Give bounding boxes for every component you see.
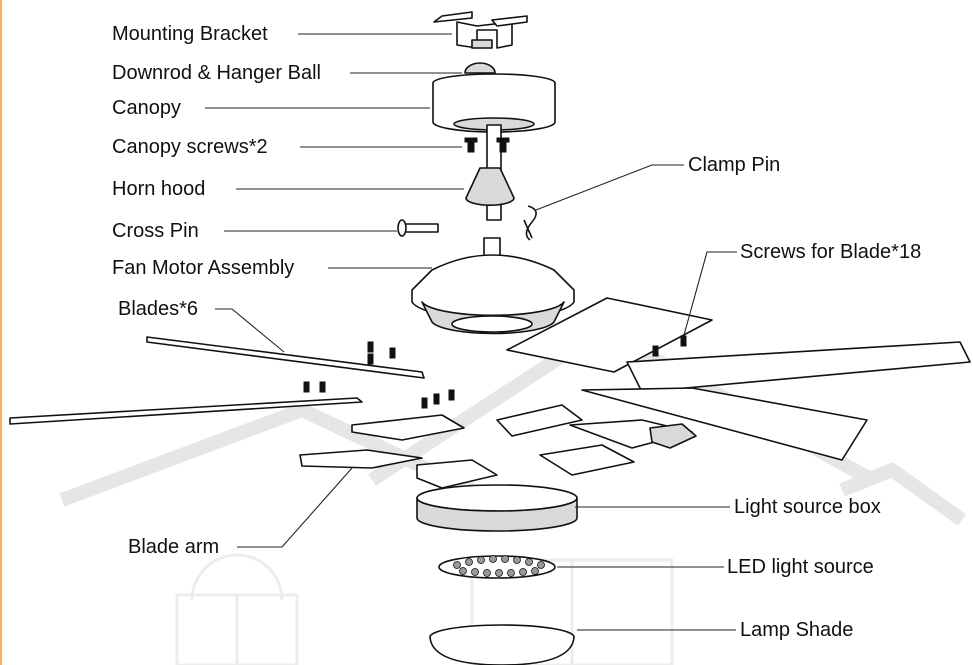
label-cross-pin: Cross Pin	[112, 220, 199, 242]
label-downrod-hanger-ball: Downrod & Hanger Ball	[112, 62, 321, 84]
label-canopy-screws: Canopy screws*2	[112, 136, 268, 158]
horn-hood-part	[465, 167, 515, 206]
label-fan-motor-assembly: Fan Motor Assembly	[112, 257, 295, 279]
light-source-box-part	[416, 484, 578, 532]
clamp-pin-part	[523, 205, 537, 241]
label-clamp-pin: Clamp Pin	[688, 154, 781, 176]
label-screws-for-blade: Screws for Blade*18	[740, 241, 922, 263]
label-lamp-shade: Lamp Shade	[740, 619, 854, 641]
label-horn-hood: Horn hood	[112, 178, 206, 200]
label-light-source-box: Light source box	[734, 496, 881, 518]
led-light-source-part	[438, 555, 556, 579]
blades-part	[9, 297, 971, 461]
leader-lines	[205, 33, 737, 631]
lamp-shade-part	[429, 624, 575, 665]
label-led-light-source: LED light source	[727, 556, 874, 578]
blade-screws-part	[303, 335, 687, 409]
mounting-bracket-part	[433, 11, 528, 49]
watermark-house-left	[59, 402, 475, 665]
label-blades: Blades*6	[118, 298, 199, 320]
canopy-screws-part	[464, 137, 510, 153]
label-canopy: Canopy	[112, 97, 181, 119]
hanger-ball-part	[464, 62, 496, 74]
fan-motor-part	[411, 237, 575, 335]
label-mounting-bracket: Mounting Bracket	[112, 23, 268, 45]
cross-pin-part	[397, 219, 439, 237]
blade-arms-part	[299, 404, 697, 489]
label-blade-arm: Blade arm	[128, 536, 220, 558]
